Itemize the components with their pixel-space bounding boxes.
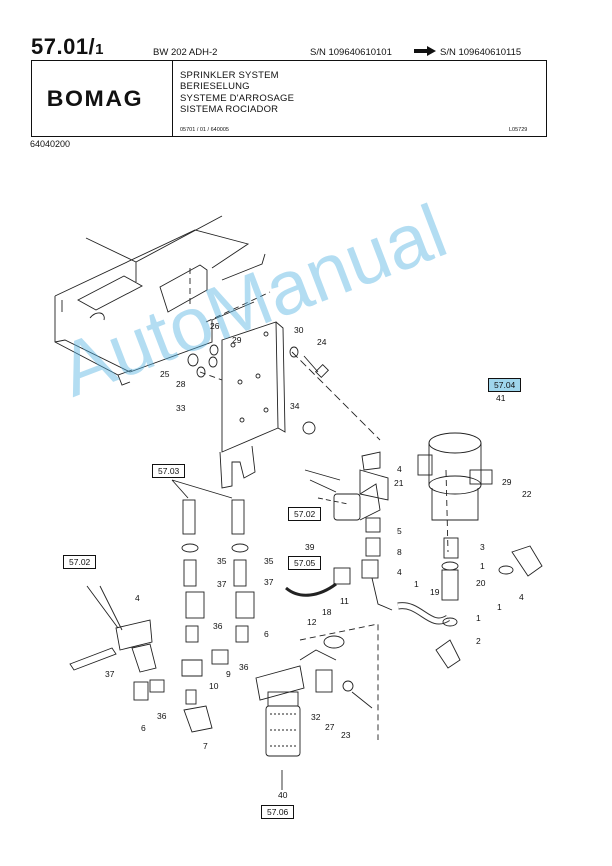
callout: 28 [176,379,186,389]
bomag-logo: BOMAG [46,86,144,111]
callout: 3 [480,542,485,552]
page-number: 57.01/1 [31,34,105,59]
mounting-plate [219,321,286,489]
callout: 29 [502,477,512,487]
water-filter [255,623,379,790]
callout: 2 [476,636,481,646]
callout: 29 [232,335,242,345]
callout: 6 [141,723,146,733]
callout: 34 [290,401,300,411]
callout: 21 [394,478,404,488]
reference-code: 05701 / 01 / 640005 [180,127,229,133]
callout: 35 [217,556,227,566]
ref-box-57-06[interactable]: 57.06 [261,805,295,819]
solenoid-valve [304,469,381,521]
callout: 41 [496,393,506,403]
cable-connector [285,567,351,597]
right-fittings [361,469,543,669]
callout: 27 [325,722,335,732]
callout: 36 [157,711,167,721]
callout: 40 [278,790,288,800]
callout: 39 [305,542,315,552]
callout: 22 [522,489,532,499]
arrow-right-icon [414,46,436,56]
serial-to: S/N 109640610115 [440,47,522,58]
title-fr: SYSTEME D'ARROSAGE [180,92,295,104]
callout: 30 [294,325,304,335]
ref-box-57-02-left[interactable]: 57.02 [63,555,97,569]
callout: 37 [217,579,227,589]
serial-from: S/N 109640610101 [310,47,392,58]
filter-housing [359,432,493,521]
callout: 1 [480,561,485,571]
ref-box-57-04[interactable]: 57.04 [488,378,522,392]
ref-box-57-03[interactable]: 57.03 [152,464,186,478]
callout: 37 [264,577,274,587]
callout: 36 [239,662,249,672]
callout: 4 [135,593,140,603]
callout: 1 [497,602,502,612]
callout: 4 [519,592,524,602]
callout: 26 [210,321,220,331]
title-es: SISTEMA ROCIADOR [180,103,279,115]
callout: 6 [264,629,269,639]
callout: 35 [264,556,274,566]
callout: 11 [340,596,349,606]
ref-box-57-02-upper[interactable]: 57.02 [288,507,322,521]
callout: 32 [311,712,321,722]
callout: 23 [341,730,351,740]
ref-box-57-05[interactable]: 57.05 [288,556,322,570]
callout: 12 [307,617,317,627]
callout: 4 [397,567,402,577]
header-box [31,60,547,137]
callout: 24 [317,337,327,347]
callout: 10 [209,681,219,691]
callout: 20 [476,578,486,588]
callout: 33 [176,403,186,413]
callout: 1 [476,613,481,623]
callout: 37 [105,669,115,679]
callout: 36 [213,621,223,631]
page-subnumber: 1 [95,41,105,58]
callout: 4 [397,464,402,474]
callout: 8 [397,547,402,557]
callout: 5 [397,526,402,536]
left-fittings [69,479,255,733]
model-label: BW 202 ADH-2 [153,47,218,58]
callout: 19 [430,587,440,597]
callout: 18 [322,607,332,617]
part-number: 64040200 [30,139,71,149]
document-code: L05729 [509,127,528,133]
title-en: SPRINKLER SYSTEM [180,70,279,81]
callout: 1 [414,579,419,589]
header-divider [172,60,173,137]
plate-hardware [187,344,381,441]
callout: 25 [160,369,170,379]
callout: 9 [226,669,231,679]
callout: 7 [203,741,208,751]
machine-frame [54,215,271,386]
section-titles: SPRINKLER SYSTEM BERIESELUNG SYSTEME D'A… [180,70,294,115]
title-de: BERIESELUNG [180,81,250,93]
